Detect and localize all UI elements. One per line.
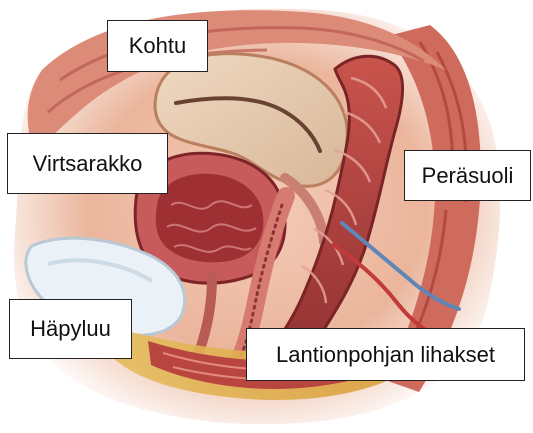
label-bladder: Virtsarakko [7, 133, 168, 194]
label-pubic-bone: Häpyluu [9, 299, 132, 359]
label-rectum: Peräsuoli [404, 150, 531, 201]
label-uterus: Kohtu [107, 20, 208, 72]
label-pelvic-floor-muscles: Lantionpohjan lihakset [246, 328, 525, 381]
